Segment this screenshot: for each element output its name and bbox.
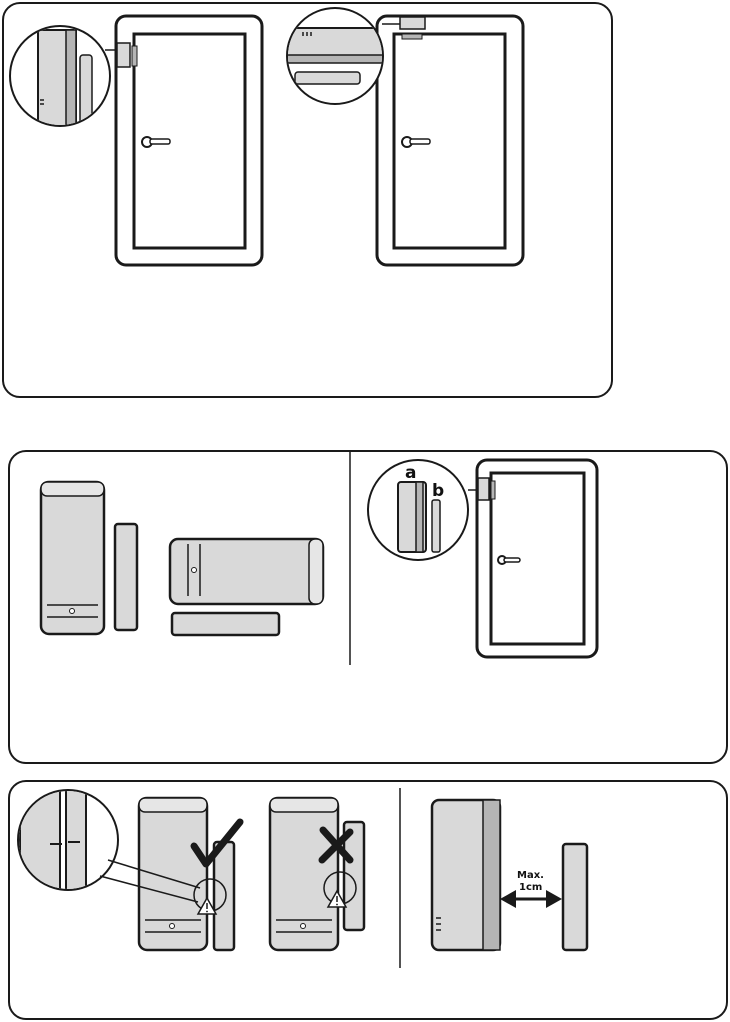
alignment-figure: Max. 1cm [0,780,730,1020]
magnet-top-of-door [402,34,422,39]
magnet-horizontal [172,613,279,635]
magnet-vertical [115,524,137,630]
gap-label-max: Max. [517,870,544,881]
magnet-on-door-3 [491,481,495,499]
device-wrong [270,798,364,950]
transmitter-vertical [41,482,104,634]
door-top-mount-figure [0,0,730,400]
gap-label-1cm: 1cm [519,882,542,893]
parts-figure: a b [0,440,730,770]
label-a: a [405,463,416,483]
zoom-callout-parts [368,460,468,560]
label-b: b [432,481,444,501]
zoom-callout-top [285,8,385,104]
sensor-top-of-door [400,17,425,29]
sensor-on-door-3 [478,478,489,500]
device-side-view [432,800,587,950]
transmitter-horizontal [170,539,323,604]
